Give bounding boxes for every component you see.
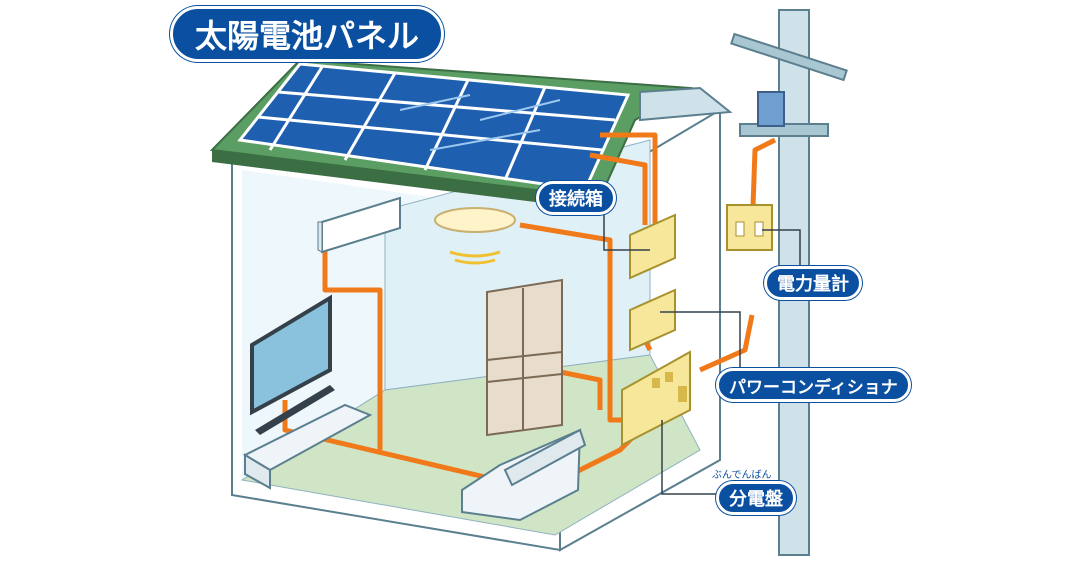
- junction-box-label: 接続箱: [536, 181, 616, 215]
- leader-lines: [603, 205, 801, 495]
- refrigerator: [486, 278, 563, 437]
- ceiling-light: [434, 207, 516, 265]
- solar-panel: [237, 62, 631, 192]
- tv-stand: [242, 403, 373, 490]
- power-meter: [726, 204, 773, 251]
- television: [250, 294, 335, 435]
- distribution-board-reading: ぶんでんばん: [712, 470, 772, 481]
- sofa: [461, 428, 587, 522]
- power-conditioner: [629, 288, 676, 352]
- roof-side: [639, 86, 733, 122]
- distribution-board: [621, 350, 691, 447]
- power-conditioner-label: パワーコンディショナ: [716, 368, 911, 402]
- air-conditioner: [317, 196, 401, 254]
- junction-box: [629, 213, 676, 280]
- roof-edge: [212, 150, 600, 210]
- distribution-board-label: 分電盤: [716, 481, 796, 515]
- title-label: 太陽電池パネル: [170, 6, 445, 62]
- power-meter-label: 電力量計: [764, 266, 862, 300]
